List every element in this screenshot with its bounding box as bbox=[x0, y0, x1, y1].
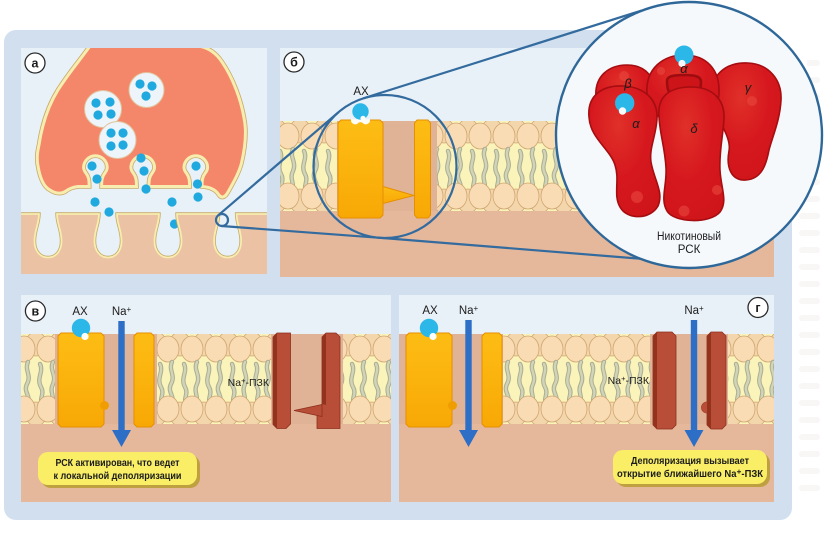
svg-text:АХ: АХ bbox=[422, 305, 438, 317]
svg-text:РСК: РСК bbox=[678, 244, 701, 256]
svg-text:Деполяризация вызывает: Деполяризация вызывает bbox=[631, 455, 749, 467]
svg-text:а: а bbox=[32, 57, 40, 71]
svg-text:Na+-ПЗК: Na+-ПЗК bbox=[608, 374, 650, 387]
svg-text:Na+-ПЗК: Na+-ПЗК bbox=[228, 376, 270, 389]
svg-text:Никотиновый: Никотиновый bbox=[657, 231, 721, 243]
svg-text:δ: δ bbox=[690, 121, 698, 136]
svg-text:β: β bbox=[623, 76, 632, 91]
svg-text:АХ: АХ bbox=[72, 306, 88, 318]
svg-text:α: α bbox=[632, 116, 640, 131]
svg-text:к локальной деполяризации: к локальной деполяризации bbox=[54, 470, 182, 482]
svg-text:г: г bbox=[755, 301, 760, 315]
svg-text:γ: γ bbox=[745, 80, 753, 95]
svg-text:АХ: АХ bbox=[353, 86, 369, 98]
svg-text:открытие ближайшего Na⁺-ПЗК: открытие ближайшего Na⁺-ПЗК bbox=[617, 468, 764, 480]
svg-text:б: б bbox=[290, 56, 298, 70]
svg-text:α: α bbox=[680, 61, 688, 76]
svg-text:в: в bbox=[32, 305, 40, 319]
svg-text:РСК активирован, что ведет: РСК активирован, что ведет bbox=[56, 457, 180, 469]
